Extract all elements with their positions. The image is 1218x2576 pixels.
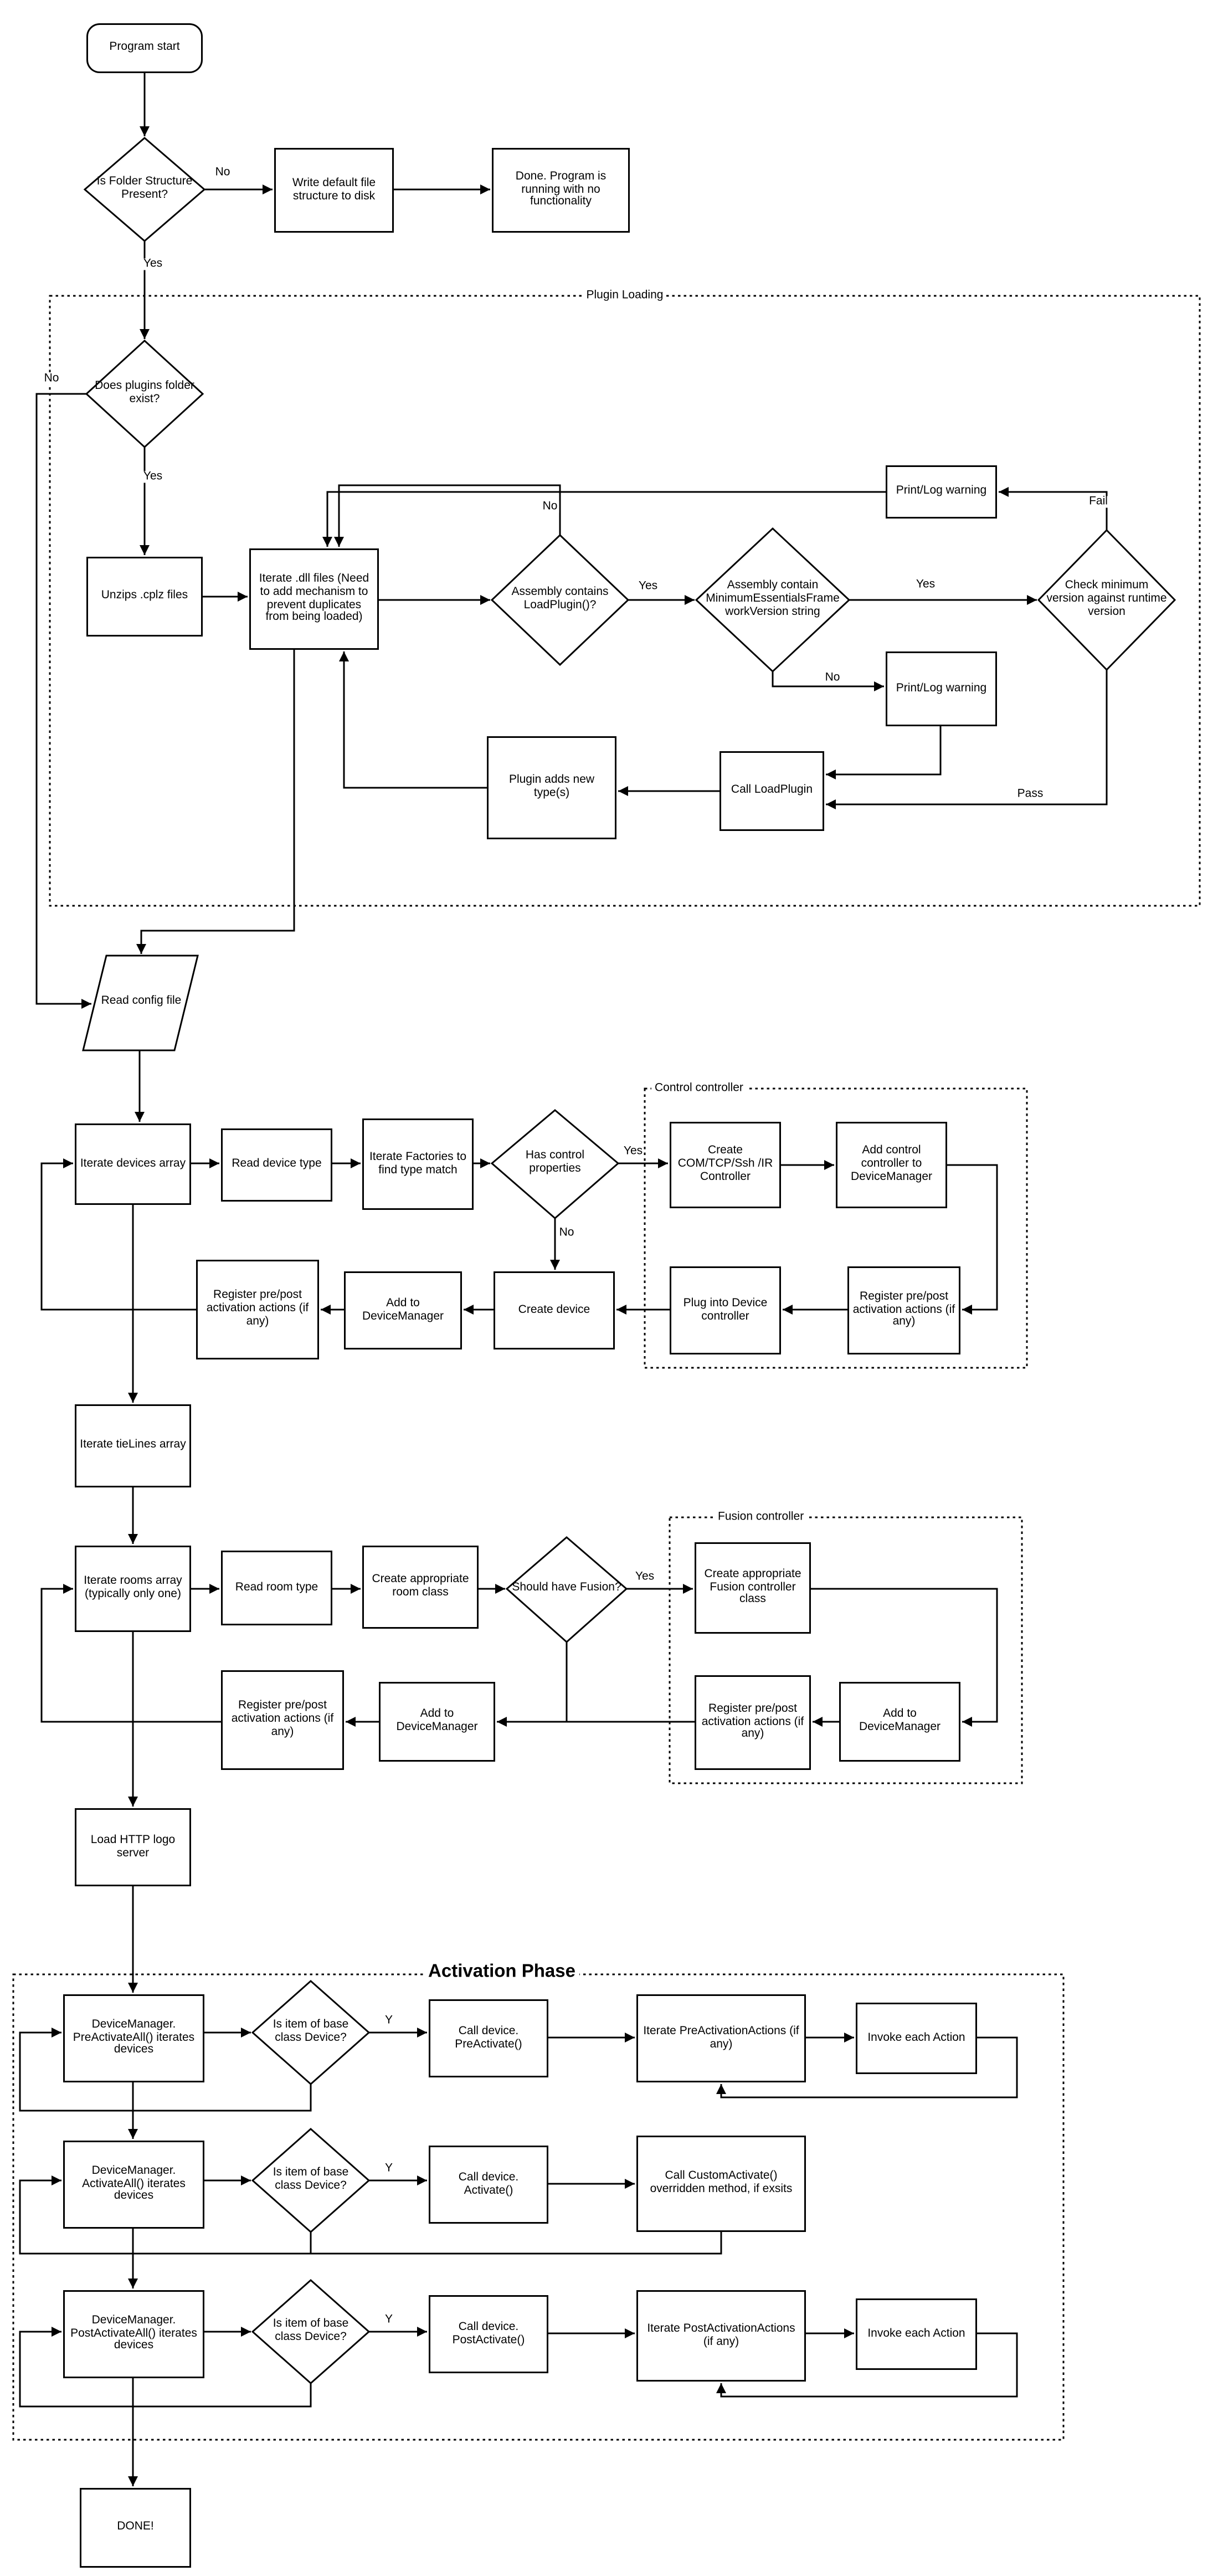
node-create-com-controller: Create COM/TCP/Ssh /IR Controller (670, 1122, 781, 1208)
node-read-device-type: Read device type (221, 1128, 332, 1202)
section-title-fusion-controller: Fusion controller (715, 1511, 808, 1523)
decision-folder-structure-shape (83, 137, 206, 242)
io-read-config-shape (82, 955, 199, 1051)
node-create-device: Create device (494, 1271, 615, 1349)
section-title-activation-phase: Activation Phase (425, 1963, 579, 1982)
decision-minver-string-shape (695, 527, 851, 673)
node-dm-postactivateall: DeviceManager. PostActivateAll() iterate… (63, 2290, 204, 2378)
edge-label-folder-yes: Yes (141, 258, 165, 270)
edge-label-version-fail: Fail (1087, 496, 1109, 508)
edge-label-control-no: No (557, 1227, 576, 1239)
decision-loadplugin-shape (490, 533, 630, 666)
decision-check-version-shape (1037, 528, 1176, 671)
node-iterate-dll: Iterate .dll files (Need to add mechanis… (249, 548, 379, 650)
node-iterate-postactivation: Iterate PostActivationActions (if any) (636, 2290, 806, 2382)
node-load-http-logo: Load HTTP logo server (75, 1808, 191, 1886)
node-dm-activateall: DeviceManager. ActivateAll() iterates de… (63, 2141, 204, 2229)
edge-label-base1-y: Y (383, 2015, 395, 2027)
decision-plugins-folder: Does plugins folder exist? (95, 381, 194, 406)
section-fusion-controller-box (669, 1516, 1023, 1784)
edge-label-control-yes: Yes (621, 1146, 645, 1158)
decision-base-device-3: Is item of base class Device? (273, 2318, 349, 2343)
decision-base-device-2-shape (251, 2127, 371, 2234)
node-call-customactivate: Call CustomActivate() overridden method,… (636, 2136, 806, 2232)
decision-base-device-1: Is item of base class Device? (273, 2019, 349, 2044)
section-plugin-loading-box (49, 295, 1201, 907)
node-write-default-structure: Write default file structure to disk (274, 148, 394, 233)
edge-label-folder-no: No (213, 167, 232, 179)
edge-label-plugins-yes: Yes (141, 471, 165, 483)
section-title-plugin-loading: Plugin Loading (583, 290, 667, 302)
edge-label-minver-yes: Yes (914, 579, 937, 591)
node-create-room-class: Create appropriate room class (362, 1546, 479, 1629)
node-add-to-devicemanager-room: Add to DeviceManager (379, 1682, 495, 1762)
node-iterate-preactivation: Iterate PreActivationActions (if any) (636, 1994, 806, 2082)
edge-label-version-pass: Pass (1015, 788, 1045, 800)
node-done: DONE! (80, 2488, 191, 2568)
edge-label-plugins-no: No (42, 373, 61, 385)
node-add-control-controller: Add control controller to DeviceManager (836, 1122, 947, 1208)
io-read-config: Read config file (101, 995, 182, 1008)
node-iterate-tielines: Iterate tieLines array (75, 1404, 191, 1487)
node-invoke-each-action-2: Invoke each Action (856, 2298, 977, 2370)
node-iterate-factories: Iterate Factories to find type match (362, 1118, 474, 1210)
node-program-start: Program start (86, 23, 203, 73)
decision-should-fusion-shape (505, 1536, 628, 1644)
node-plugin-adds-types: Plugin adds new type(s) (487, 736, 616, 839)
node-printlog-warning-fail: Print/Log warning (886, 465, 997, 519)
node-call-loadplugin: Call LoadPlugin (720, 751, 824, 831)
node-iterate-devices: Iterate devices array (75, 1123, 191, 1205)
decision-loadplugin: Assembly contains LoadPlugin()? (511, 587, 609, 612)
node-register-prepost-fusion: Register pre/post activation actions (if… (695, 1675, 811, 1770)
node-done-no-functionality: Done. Program is running with no functio… (492, 148, 630, 233)
decision-base-device-2: Is item of base class Device? (273, 2167, 349, 2192)
node-call-activate: Call device. Activate() (429, 2146, 548, 2224)
node-register-prepost-device: Register pre/post activation actions (if… (196, 1260, 319, 1359)
decision-folder-structure: Is Folder Structure Present? (96, 176, 193, 201)
decision-check-version: Check minimum version against runtime ve… (1046, 580, 1167, 618)
node-register-prepost-control: Register pre/post activation actions (if… (847, 1266, 960, 1354)
node-printlog-warning-no: Print/Log warning (886, 651, 997, 726)
decision-has-control: Has control properties (525, 1150, 585, 1175)
node-invoke-each-action-1: Invoke each Action (856, 2003, 977, 2074)
node-plug-into-device-controller: Plug into Device controller (670, 1266, 781, 1354)
node-read-room-type: Read room type (221, 1551, 332, 1625)
decision-base-device-1-shape (251, 1979, 371, 2086)
node-unzips-cplz: Unzips .cplz files (86, 557, 203, 637)
node-iterate-rooms: Iterate rooms array (typically only one) (75, 1546, 191, 1632)
edge-label-minver-no: No (823, 672, 842, 684)
node-add-to-devicemanager-device: Add to DeviceManager (344, 1271, 462, 1349)
edge-label-base2-y: Y (383, 2163, 395, 2175)
section-title-control-controller: Control controller (651, 1082, 747, 1095)
decision-should-fusion: Should have Fusion? (512, 1582, 621, 1594)
edge-label-loadplugin-no: No (541, 501, 559, 513)
edge-label-base3-y: Y (383, 2314, 395, 2326)
node-register-prepost-room: Register pre/post activation actions (if… (221, 1670, 344, 1770)
decision-minver-string: Assembly contain MinimumEssentialsFramew… (706, 580, 840, 618)
decision-has-control-shape (490, 1109, 620, 1219)
section-control-controller-box (644, 1087, 1028, 1369)
node-add-to-devicemanager-fusion: Add to DeviceManager (839, 1682, 960, 1762)
decision-plugins-folder-shape (85, 339, 204, 449)
node-call-postactivate: Call device. PostActivate() (429, 2295, 548, 2373)
node-dm-preactivateall: DeviceManager. PreActivateAll() iterates… (63, 1994, 204, 2082)
edge-label-fusion-yes: Yes (633, 1571, 656, 1583)
node-create-fusion-controller: Create appropriate Fusion controller cla… (695, 1542, 811, 1634)
decision-base-device-3-shape (251, 2279, 371, 2385)
flow-edges (19, 73, 1108, 2486)
edge-label-loadplugin-yes: Yes (636, 581, 660, 593)
node-call-preactivate: Call device. PreActivate() (429, 1999, 548, 2077)
